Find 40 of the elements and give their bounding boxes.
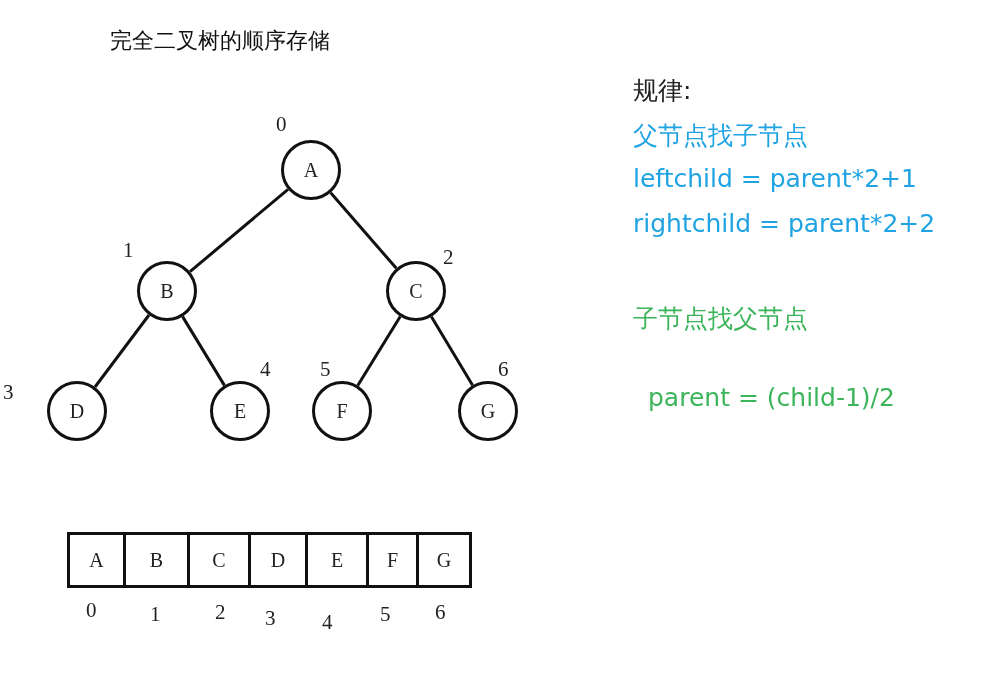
- tree-edge: [329, 191, 398, 270]
- tree-node-circle: D: [47, 381, 107, 441]
- array-cell: E: [305, 532, 369, 588]
- index-number: 2: [443, 245, 454, 270]
- tree-edge: [93, 314, 151, 388]
- formula-text: parent = (child-1)/2: [648, 383, 895, 412]
- array-cell: B: [123, 532, 190, 588]
- tree-node-circle: B: [137, 261, 197, 321]
- array-cell: C: [187, 532, 251, 588]
- title: 完全二叉树的顺序存储: [110, 27, 330, 55]
- index-number: 3: [265, 606, 276, 631]
- index-number: 2: [215, 600, 226, 625]
- index-number: 3: [3, 380, 14, 405]
- tree-edge: [430, 315, 474, 387]
- index-number: 1: [123, 238, 134, 263]
- tree-node-circle: G: [458, 381, 518, 441]
- tree-edge: [356, 315, 402, 387]
- index-number: 0: [276, 112, 287, 137]
- heading-text: 规律:: [633, 75, 692, 107]
- array-cell: F: [366, 532, 419, 588]
- formula-text: leftchild = parent*2+1: [633, 164, 917, 193]
- index-number: 6: [498, 357, 509, 382]
- index-number: 0: [86, 598, 97, 623]
- index-number: 5: [320, 357, 331, 382]
- formula-text: 子节点找父节点: [633, 303, 808, 335]
- index-number: 1: [150, 602, 161, 627]
- index-number: 5: [380, 602, 391, 627]
- index-number: 4: [260, 357, 271, 382]
- index-number: 6: [435, 600, 446, 625]
- tree-edge: [181, 315, 226, 387]
- tree-node-circle: A: [281, 140, 341, 200]
- array-cell: G: [416, 532, 472, 588]
- array-cell: D: [248, 532, 308, 588]
- array-cell: A: [67, 532, 126, 588]
- tree-node-circle: E: [210, 381, 270, 441]
- tree-node-circle: F: [312, 381, 372, 441]
- tree-edge: [189, 188, 289, 273]
- index-number: 4: [322, 610, 333, 635]
- formula-text: rightchild = parent*2+2: [633, 209, 936, 238]
- formula-text: 父节点找子节点: [633, 120, 808, 152]
